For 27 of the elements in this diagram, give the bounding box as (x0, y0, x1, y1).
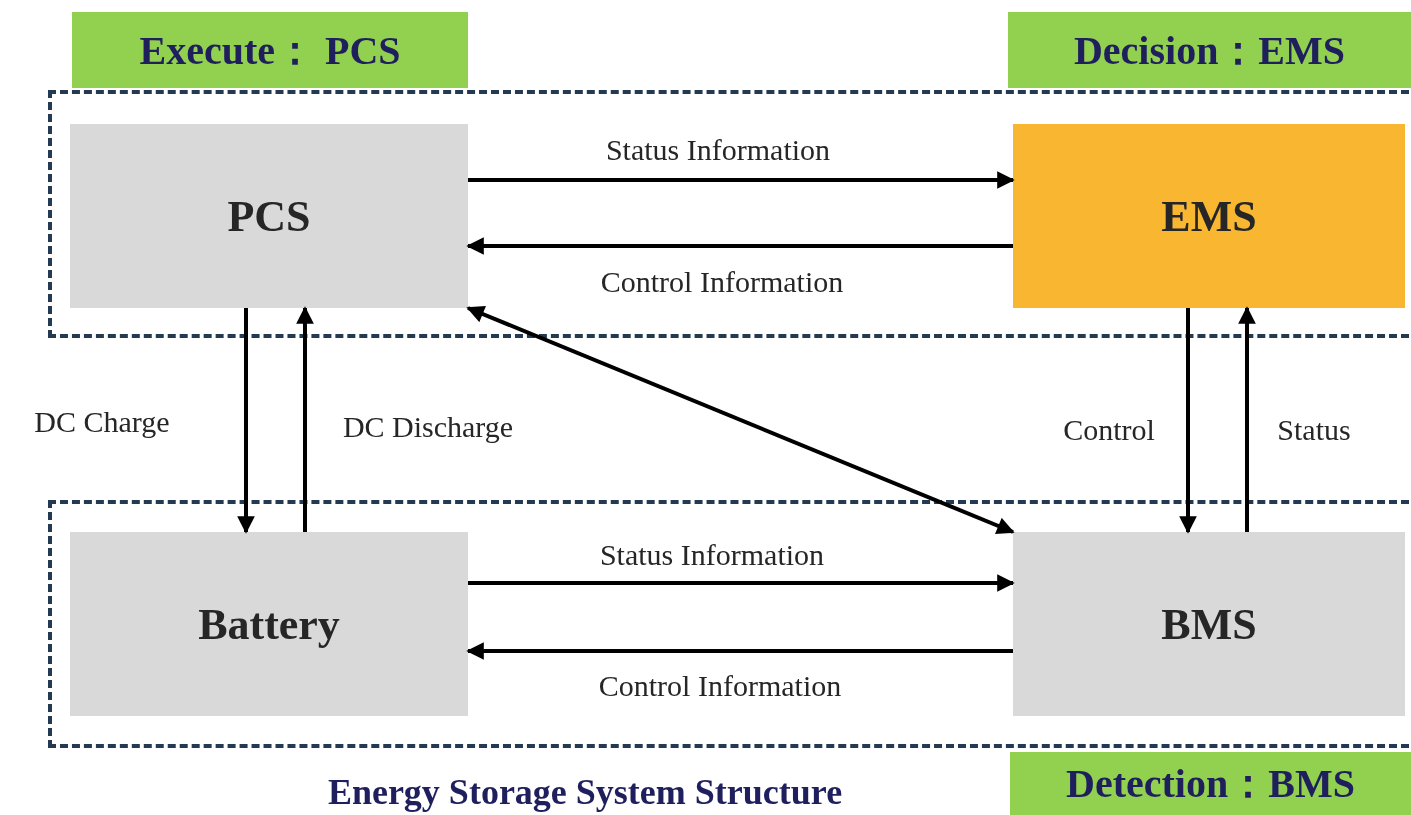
arrow (1179, 308, 1197, 534)
edge-label: Control (1063, 413, 1155, 447)
edge-label: Status Information (605, 133, 831, 167)
edge-label: Status Information (599, 538, 825, 572)
process-box: BMS (1013, 532, 1405, 716)
heading-banner: Detection：BMS (1010, 752, 1411, 815)
dashed-frame (48, 90, 1409, 338)
process-box: PCS (70, 124, 468, 308)
dashed-frame (48, 500, 1409, 748)
arrow (466, 642, 1013, 660)
arrow (466, 305, 1015, 535)
heading-banner: Execute： PCS (72, 12, 468, 88)
arrow (468, 171, 1015, 189)
arrow (296, 306, 314, 532)
edge-label: Control Information (600, 265, 844, 299)
edge-label: DC Charge (34, 405, 170, 439)
arrow (468, 574, 1015, 592)
arrow (466, 237, 1013, 255)
edge-label: Status (1277, 413, 1351, 447)
process-box: EMS (1013, 124, 1405, 308)
process-box: Battery (70, 532, 468, 716)
caption: Energy Storage System Structure (327, 771, 843, 813)
edge-label: Control Information (598, 669, 842, 703)
arrow (1238, 306, 1256, 532)
heading-banner: Decision：EMS (1008, 12, 1411, 88)
edge-label: DC Discharge (342, 410, 514, 444)
arrow (237, 308, 255, 534)
